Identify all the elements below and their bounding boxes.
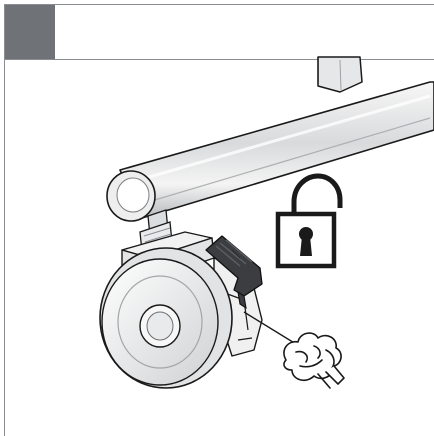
pointer-line — [243, 311, 297, 345]
caster-wheel — [99, 247, 233, 389]
padlock-unlocked-icon — [275, 173, 343, 269]
cloth-hand-icon — [283, 332, 345, 389]
instruction-panel — [4, 4, 434, 436]
step-number-badge — [5, 5, 55, 59]
brake-pedal — [205, 235, 263, 310]
horizontal-tube — [106, 56, 434, 222]
step-header — [5, 5, 434, 60]
